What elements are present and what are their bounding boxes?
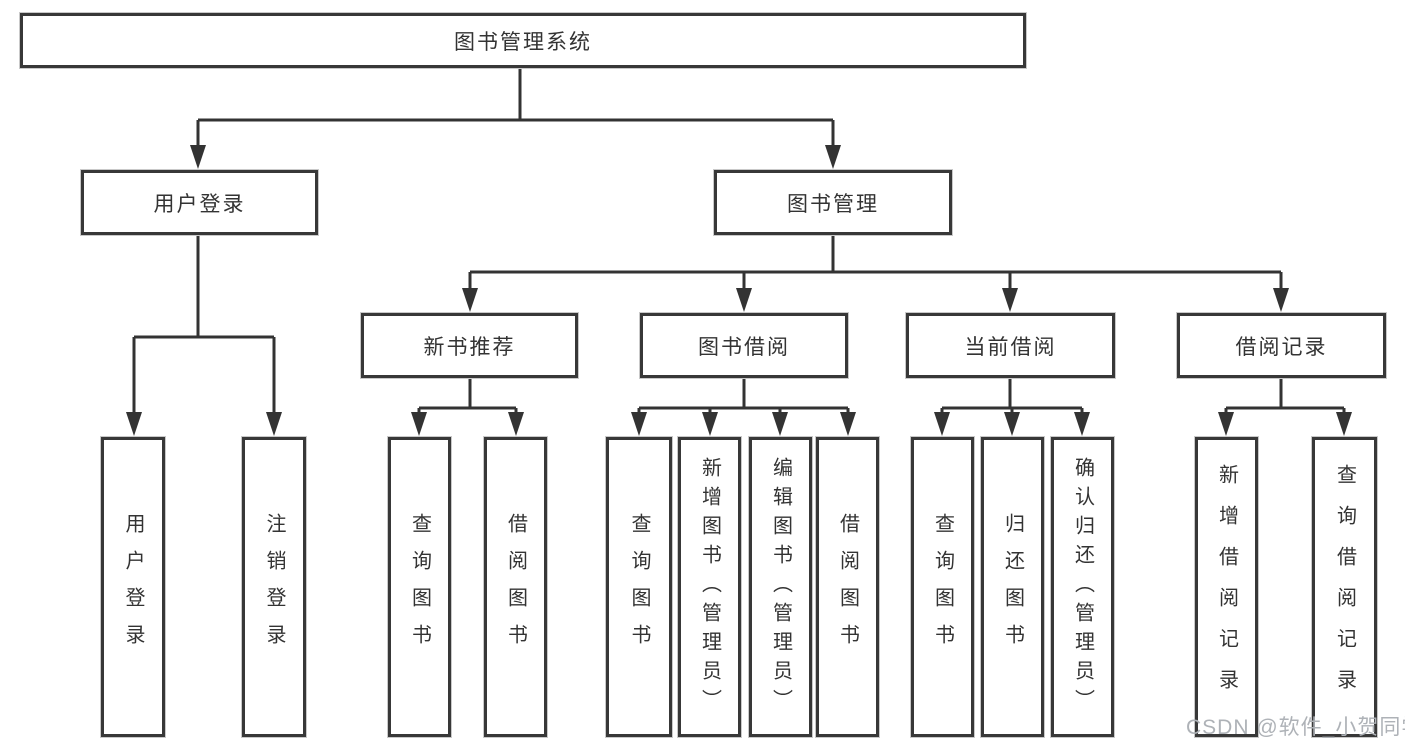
node-label: 确认归还（管理员）: [1071, 456, 1094, 718]
node-label: 查询图书: [628, 513, 650, 661]
node-leaf-logout: 注销登录: [242, 437, 306, 737]
node-label: 用户登录: [122, 513, 144, 661]
arrowhead-markers: [126, 145, 1352, 436]
node-user-login: 用户登录: [81, 170, 318, 235]
node-leaf-borrow-books: 借阅图书: [484, 437, 547, 737]
node-leaf-add-borrow-record: 新增借阅记录: [1195, 437, 1258, 737]
node-leaf-query-borrow-record: 查询借阅记录: [1312, 437, 1377, 737]
node-label: 新增借阅记录: [1215, 464, 1238, 710]
node-root-label: 图书管理系统: [454, 30, 592, 54]
node-leaf-user-login: 用户登录: [101, 437, 165, 737]
node-label: 借阅记录: [1235, 335, 1328, 359]
node-label: 新增图书（管理员）: [698, 456, 721, 718]
node-label: 注销登录: [263, 513, 285, 661]
node-label: 新书推荐: [423, 335, 516, 359]
node-book-borrowing: 图书借阅: [640, 313, 848, 378]
node-root-system: 图书管理系统: [20, 13, 1026, 68]
node-label: 归还图书: [1001, 513, 1024, 661]
node-leaf-confirm-return-admin: 确认归还（管理员）: [1051, 437, 1114, 737]
node-label: 查询借阅记录: [1333, 464, 1356, 710]
node-label: 图书借阅: [698, 335, 790, 359]
node-label: 编辑图书（管理员）: [769, 456, 792, 718]
node-leaf-query-books: 查询图书: [911, 437, 974, 737]
node-label: 查询图书: [931, 513, 954, 661]
node-new-book-recommend: 新书推荐: [361, 313, 578, 378]
node-leaf-return-books: 归还图书: [981, 437, 1044, 737]
node-label: 当前借阅: [964, 335, 1057, 359]
csdn-watermark: CSDN @软件_小贺同学: [1186, 716, 1405, 739]
node-leaf-query-books: 查询图书: [388, 437, 451, 737]
node-borrow-records: 借阅记录: [1177, 313, 1386, 378]
node-label: 用户登录: [153, 192, 246, 216]
node-label: 借阅图书: [836, 513, 859, 661]
node-leaf-edit-books-admin: 编辑图书（管理员）: [749, 437, 812, 737]
node-current-borrowing: 当前借阅: [906, 313, 1115, 378]
node-label: 查询图书: [408, 513, 431, 661]
node-leaf-borrow-books: 借阅图书: [816, 437, 879, 737]
node-leaf-add-books-admin: 新增图书（管理员）: [678, 437, 741, 737]
node-label: 图书管理: [787, 192, 879, 216]
node-label: 借阅图书: [504, 513, 527, 661]
node-leaf-query-books: 查询图书: [606, 437, 672, 737]
node-book-management: 图书管理: [714, 170, 952, 235]
